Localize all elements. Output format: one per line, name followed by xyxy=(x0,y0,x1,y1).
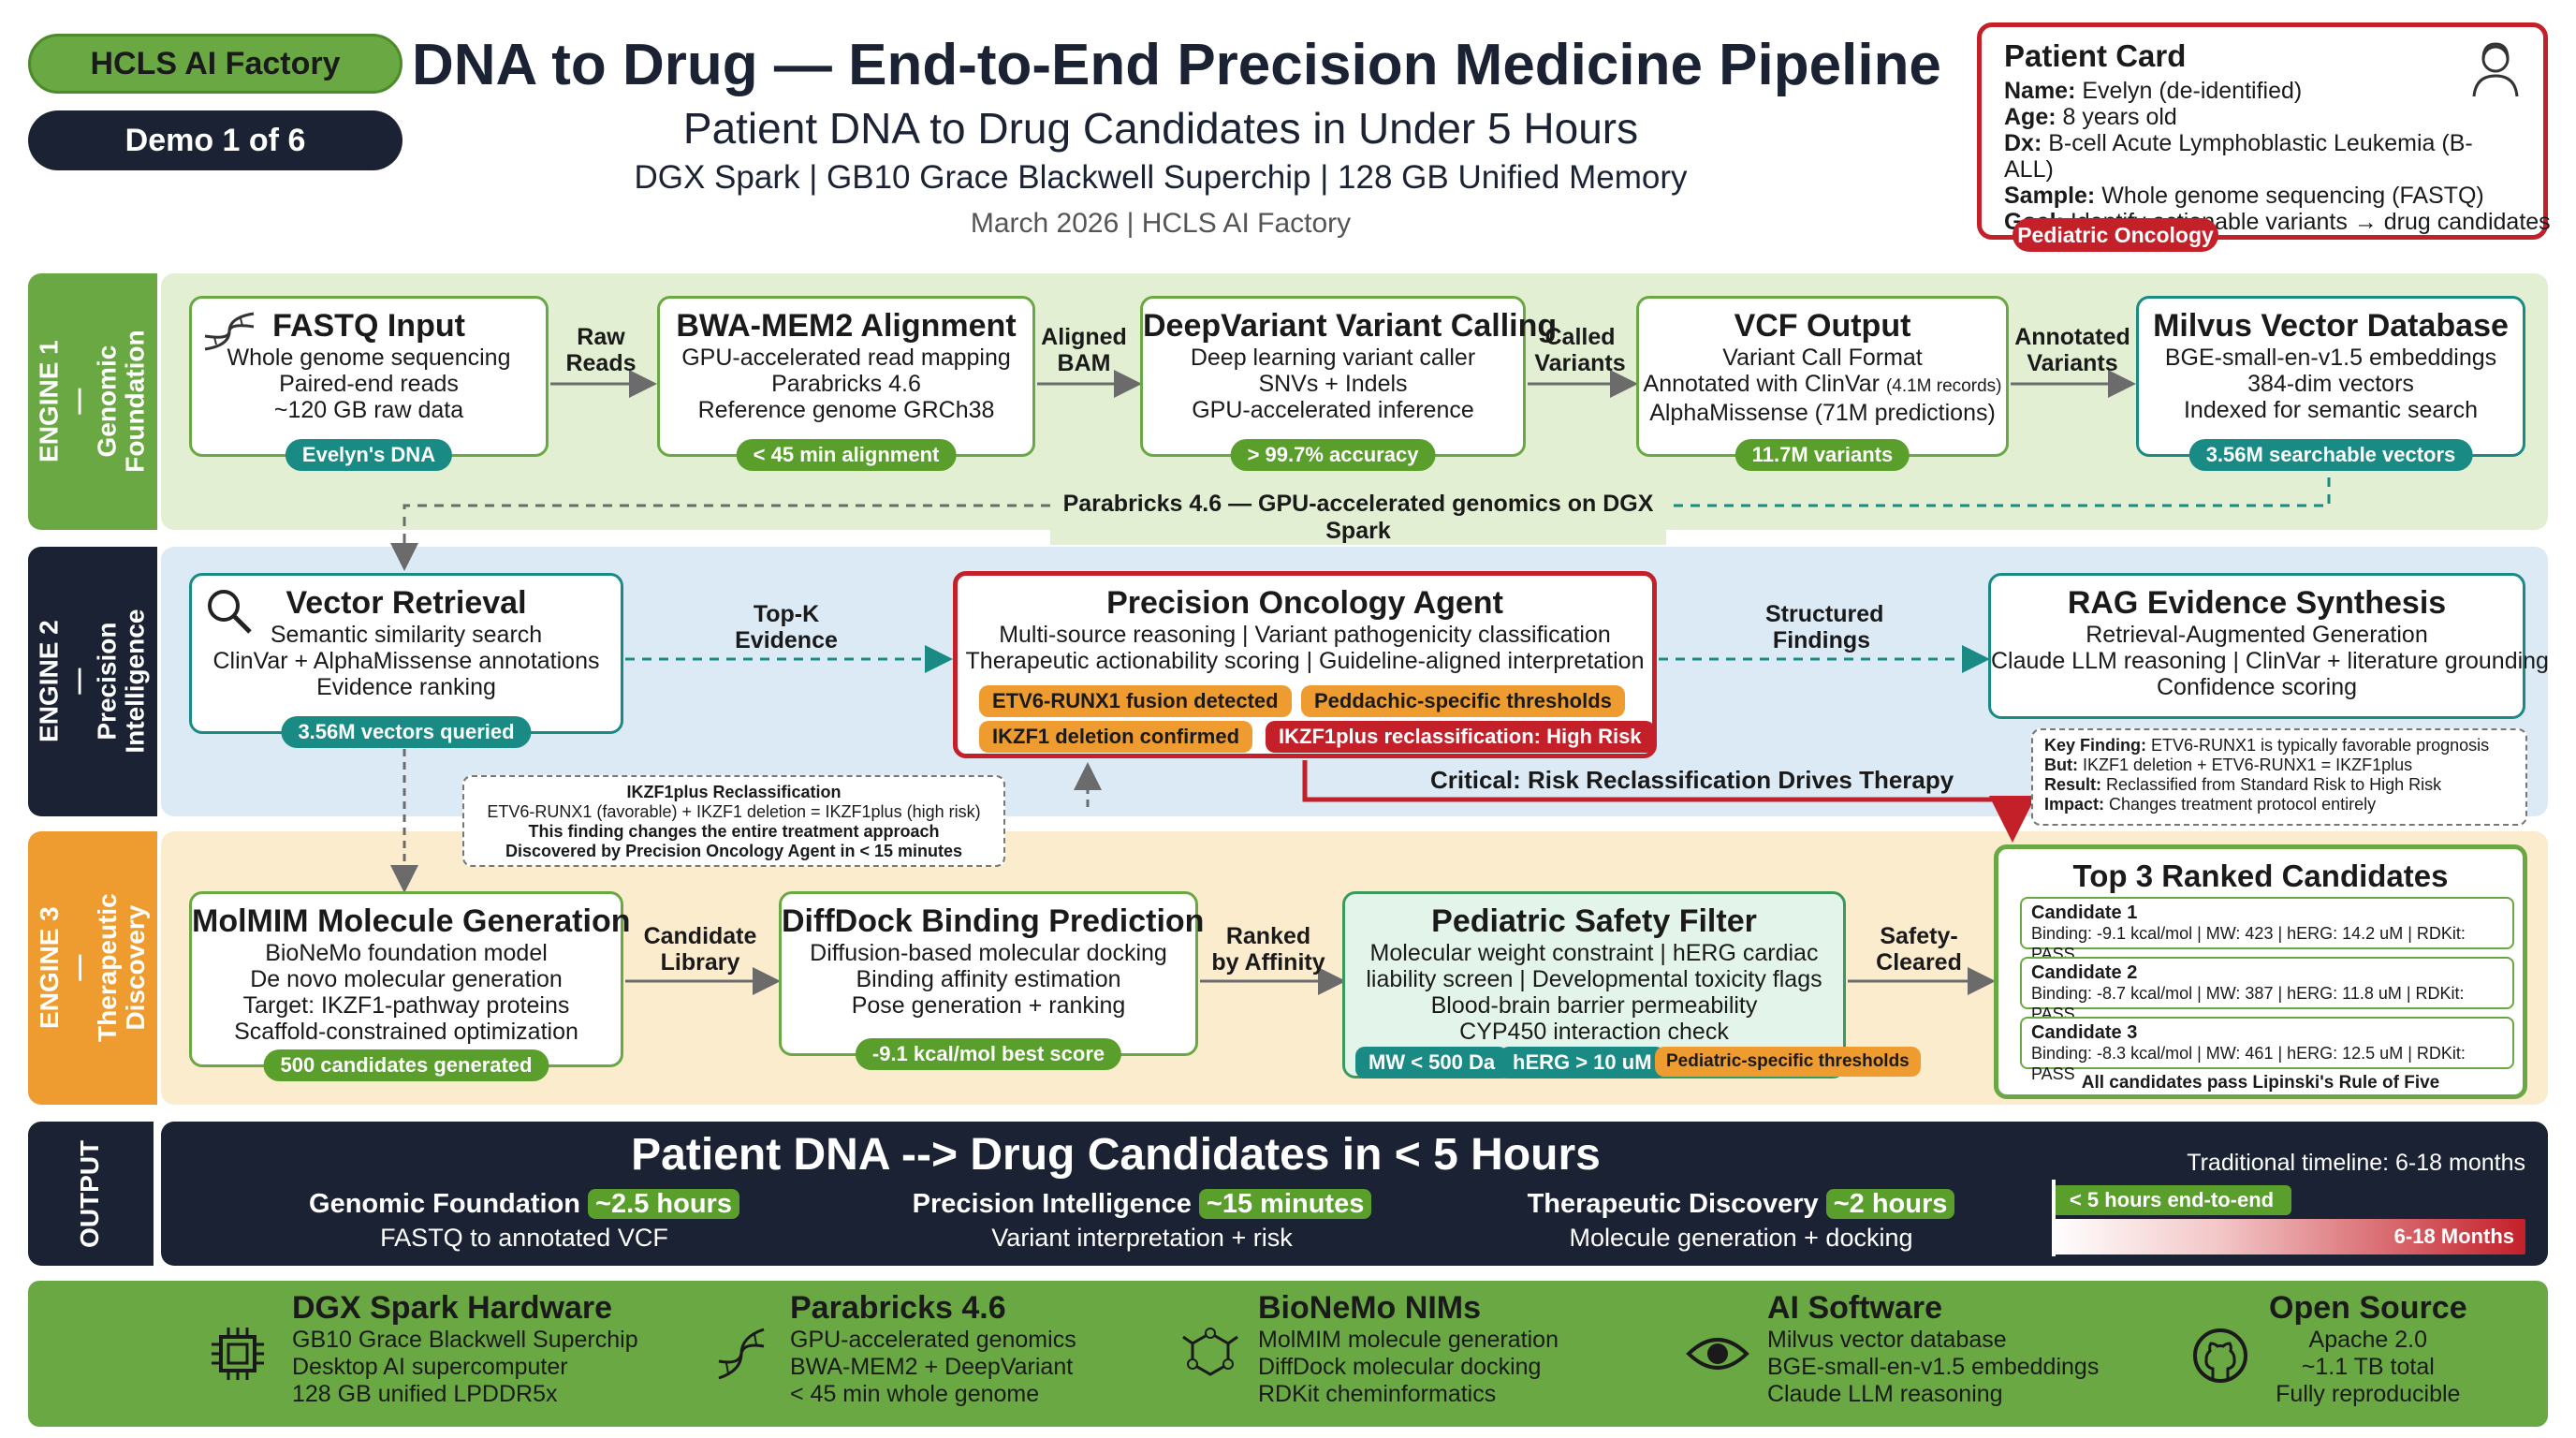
engine2-tab: ENGINE 2 — Precision Intelligence xyxy=(28,547,157,816)
rag-box: RAG Evidence Synthesis Retrieval-Augment… xyxy=(1988,573,2549,719)
footer-band xyxy=(28,1281,2548,1427)
lipinski-note: All candidates pass Lipinski's Rule of F… xyxy=(2081,1073,2440,1093)
parabricks-caption: Parabricks 4.6 — GPU-accelerated genomic… xyxy=(1050,491,1666,545)
eye-icon xyxy=(1686,1338,1749,1370)
bwa-badge: < 45 min alignment xyxy=(736,439,957,471)
patient-card: Patient Card Name: Evelyn (de-identified… xyxy=(1977,22,2551,240)
footer-open-source: Open Source Apache 2.0 ~1.1 TB total Ful… xyxy=(2190,1290,2467,1408)
traditional-timeline-label: Traditional timeline: 6-18 months xyxy=(2187,1150,2525,1176)
tag-thresholds: Peddachic-specific thresholds xyxy=(1301,685,1625,717)
dna-icon xyxy=(204,312,255,351)
diffdock-box: DiffDock Binding Prediction Diffusion-ba… xyxy=(779,891,1204,1070)
footer-hardware: DGX Spark Hardware GB10 Grace Blackwell … xyxy=(212,1290,638,1408)
stage3-time: ~2 hours xyxy=(1825,1189,1955,1219)
bwa-box: BWA-MEM2 Alignment GPU-accelerated read … xyxy=(657,296,1035,471)
tag-ikzf1: IKZF1 deletion confirmed xyxy=(979,721,1253,753)
key-finding-note: Key Finding: ETV6-RUNX1 is typically fav… xyxy=(2031,728,2527,826)
engine1-tab: ENGINE 1 — Genomic Foundation xyxy=(28,273,157,530)
patient-dx: B-cell Acute Lymphoblastic Leukemia (B-A… xyxy=(2004,130,2473,183)
fastq-badge: Evelyn's DNA xyxy=(285,439,453,471)
tag-herg: hERG > 10 uM xyxy=(1500,1047,1665,1078)
footer-ai-software: AI Software Milvus vector database BGE-s… xyxy=(1685,1290,2099,1408)
tag-mw: MW < 500 Da xyxy=(1355,1047,1509,1078)
tag-high-risk: IKZF1plus reclassification: High Risk xyxy=(1266,721,1655,753)
label-ranked: Ranked by Affinity xyxy=(1211,923,1325,976)
chip-icon xyxy=(212,1328,264,1380)
timeline-bar-long: 6-18 Months xyxy=(2052,1219,2525,1255)
date-line: March 2026 | HCLS AI Factory xyxy=(970,208,1352,239)
candidate-2: Candidate 2 Binding: -8.7 kcal/mol | MW:… xyxy=(2020,957,2514,1023)
label-called-variants: Called Variants xyxy=(1534,324,1626,376)
page-subtitle: Patient DNA to Drug Candidates in Under … xyxy=(682,104,1639,153)
molmim-box: MolMIM Molecule Generation BioNeMo found… xyxy=(189,891,630,1081)
page-title: DNA to Drug — End-to-End Precision Medic… xyxy=(412,33,1941,97)
label-safety-cleared: Safety- Cleared xyxy=(1876,923,1962,976)
output-stage-3: Therapeutic Discovery ~2 hours Molecule … xyxy=(1498,1189,1984,1253)
candidate-3: Candidate 3 Binding: -8.3 kcal/mol | MW:… xyxy=(2020,1017,2514,1083)
label-aligned-bam: Aligned BAM xyxy=(1041,324,1127,376)
bar-long-label: 6-18 Months xyxy=(2393,1225,2514,1248)
patient-sample: Whole genome sequencing (FASTQ) xyxy=(2101,183,2484,209)
deepvariant-badge: > 99.7% accuracy xyxy=(1230,439,1436,471)
tag-pediatric: Pediatric-specific thresholds xyxy=(1655,1047,1921,1077)
label-structured: Structured Findings xyxy=(1765,601,1884,653)
milvus-badge: 3.56M searchable vectors xyxy=(2188,439,2473,471)
stage1-time: ~2.5 hours xyxy=(588,1189,739,1219)
vector-retrieval-box: Vector Retrieval Semantic similarity sea… xyxy=(189,573,623,748)
diffdock-badge: -9.1 kcal/mol best score xyxy=(855,1038,1122,1070)
demo-pill: Demo 1 of 6 xyxy=(28,110,402,170)
vcf-badge: 11.7M variants xyxy=(1734,439,1910,471)
label-candidate-library: Candidate Library xyxy=(643,923,757,976)
person-icon xyxy=(2472,42,2519,97)
platform-line: DGX Spark | GB10 Grace Blackwell Superch… xyxy=(634,159,1688,196)
molmim-badge: 500 candidates generated xyxy=(263,1049,549,1081)
tag-etv6: ETV6-RUNX1 fusion detected xyxy=(979,685,1292,717)
candidate-1: Candidate 1 Binding: -9.1 kcal/mol | MW:… xyxy=(2020,897,2514,963)
milvus-box: Milvus Vector Database BGE-small-en-v1.5… xyxy=(2136,296,2525,471)
patient-card-tag: Pediatric Oncology xyxy=(2012,218,2218,252)
critical-arrow xyxy=(1302,760,2036,843)
vcf-box: VCF Output Variant Call Format Annotated… xyxy=(1636,296,2009,471)
search-icon xyxy=(208,590,252,634)
engine3-tab: ENGINE 3 — Therapeutic Discovery xyxy=(28,831,157,1105)
output-tab: OUTPUT xyxy=(28,1122,157,1266)
deepvariant-box: DeepVariant Variant Calling Deep learnin… xyxy=(1140,296,1557,471)
output-headline: Patient DNA --> Drug Candidates in < 5 H… xyxy=(631,1130,1601,1180)
critical-caption: Critical: Risk Reclassification Drives T… xyxy=(1430,766,1954,794)
output-stage-2: Precision Intelligence ~15 minutes Varia… xyxy=(899,1189,1385,1253)
timeline-bar-short: < 5 hours end-to-end xyxy=(2052,1185,2291,1215)
output-stage-1: Genomic Foundation ~2.5 hours FASTQ to a… xyxy=(281,1189,768,1253)
patient-card-title: Patient Card xyxy=(2004,38,2187,73)
vr-badge: 3.56M vectors queried xyxy=(281,716,532,748)
fastq-box: FASTQ Input Whole genome sequencing Pair… xyxy=(189,296,549,471)
dna-icon xyxy=(718,1328,765,1380)
footer-bionemo: BioNeMo NIMs MolMIM molecule generation … xyxy=(1179,1290,1559,1408)
stage2-time: ~15 minutes xyxy=(1198,1189,1372,1219)
footer-parabricks: Parabricks 4.6 GPU-accelerated genomics … xyxy=(711,1290,1076,1408)
label-raw-reads: Raw Reads xyxy=(565,324,637,376)
patient-age: 8 years old xyxy=(2062,104,2177,130)
github-icon xyxy=(2193,1328,2247,1383)
label-annotated-variants: Annotated Variants xyxy=(2014,324,2130,376)
ikzf1plus-note: IKZF1plus Reclassification ETV6-RUNX1 (f… xyxy=(462,775,1005,867)
patient-name: Evelyn (de-identified) xyxy=(2082,78,2303,104)
org-pill: HCLS AI Factory xyxy=(28,34,402,94)
label-top-k: Top-K Evidence xyxy=(735,601,838,653)
molecule-icon xyxy=(1182,1328,1238,1376)
